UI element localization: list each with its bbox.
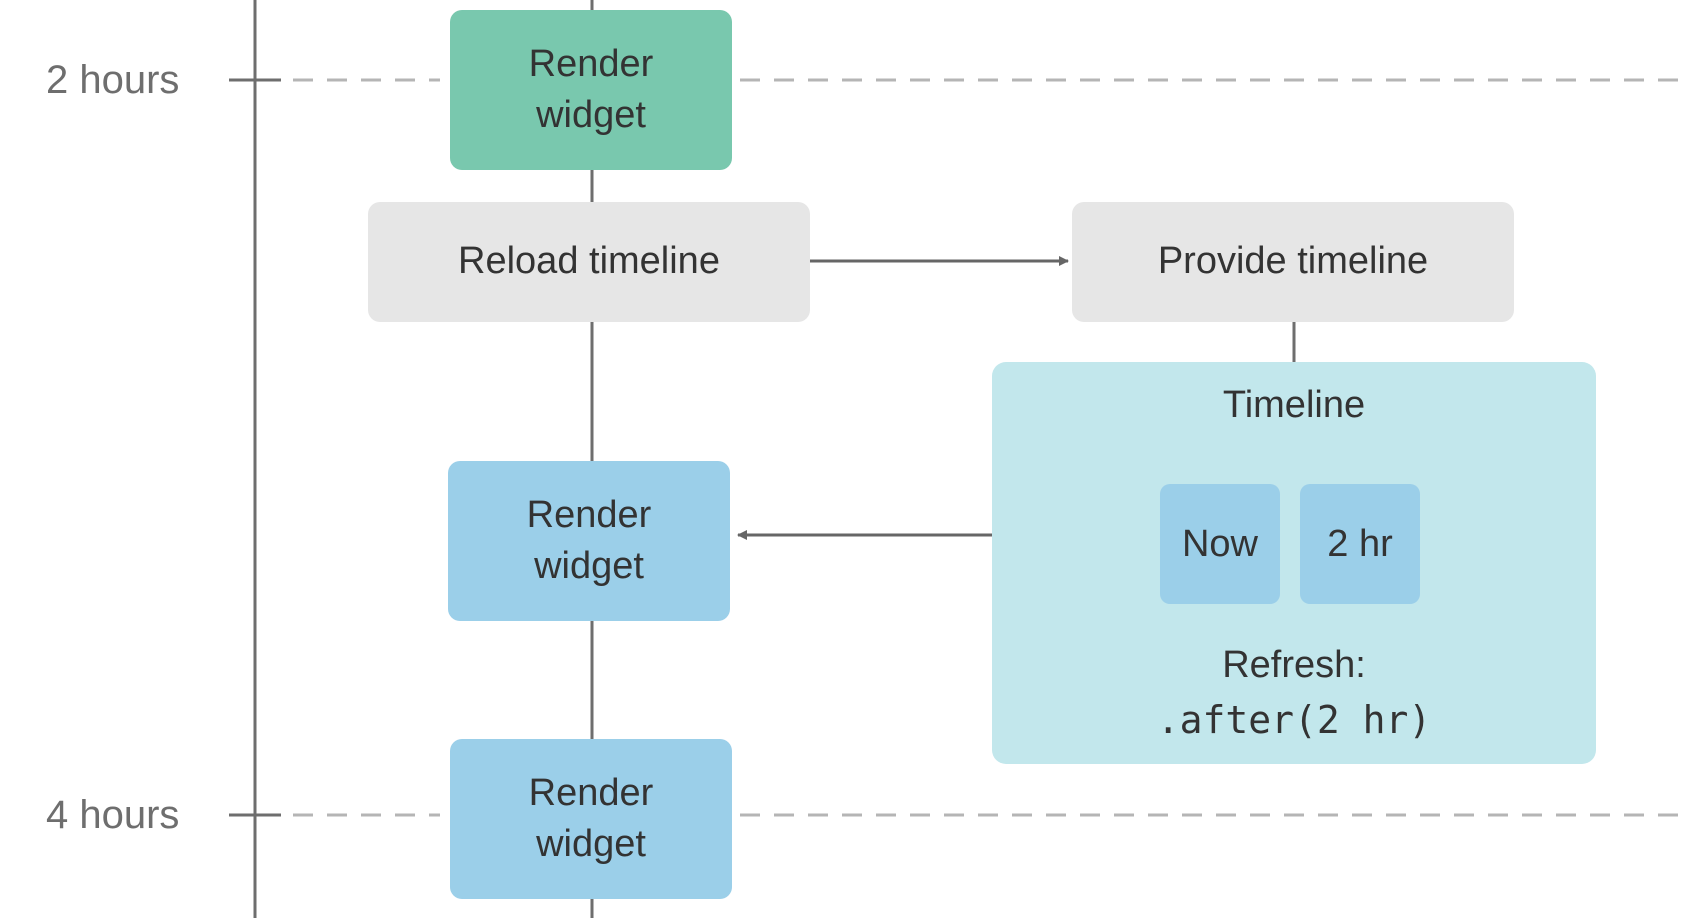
tick-label-4-hours: 4 hours: [46, 793, 180, 837]
refresh-label: Refresh:: [1222, 644, 1366, 686]
refresh-policy: .after(2 hr): [1156, 698, 1432, 742]
timeline-entry-2-hr: 2 hr: [1300, 484, 1420, 604]
render-widget-label: Render widget: [526, 493, 652, 587]
timeline-panel-title: Timeline: [1222, 384, 1366, 426]
reload-timeline-label: Reload timeline: [458, 240, 720, 283]
render-widget-box-middle: Render widget: [448, 461, 730, 621]
reload-timeline-box: Reload timeline: [368, 202, 810, 322]
provide-timeline-box: Provide timeline: [1072, 202, 1514, 322]
render-widget-box-top: Render widget: [450, 10, 732, 170]
render-widget-label: Render widget: [528, 42, 654, 136]
tick-label-2-hours: 2 hours: [46, 58, 180, 102]
timeline-entry-now: Now: [1160, 484, 1280, 604]
render-widget-box-bottom: Render widget: [450, 739, 732, 899]
provide-timeline-label: Provide timeline: [1157, 240, 1429, 283]
timeline-panel: Timeline Now 2 hr Refresh: .after(2 hr): [992, 362, 1596, 764]
render-widget-label: Render widget: [528, 771, 654, 865]
